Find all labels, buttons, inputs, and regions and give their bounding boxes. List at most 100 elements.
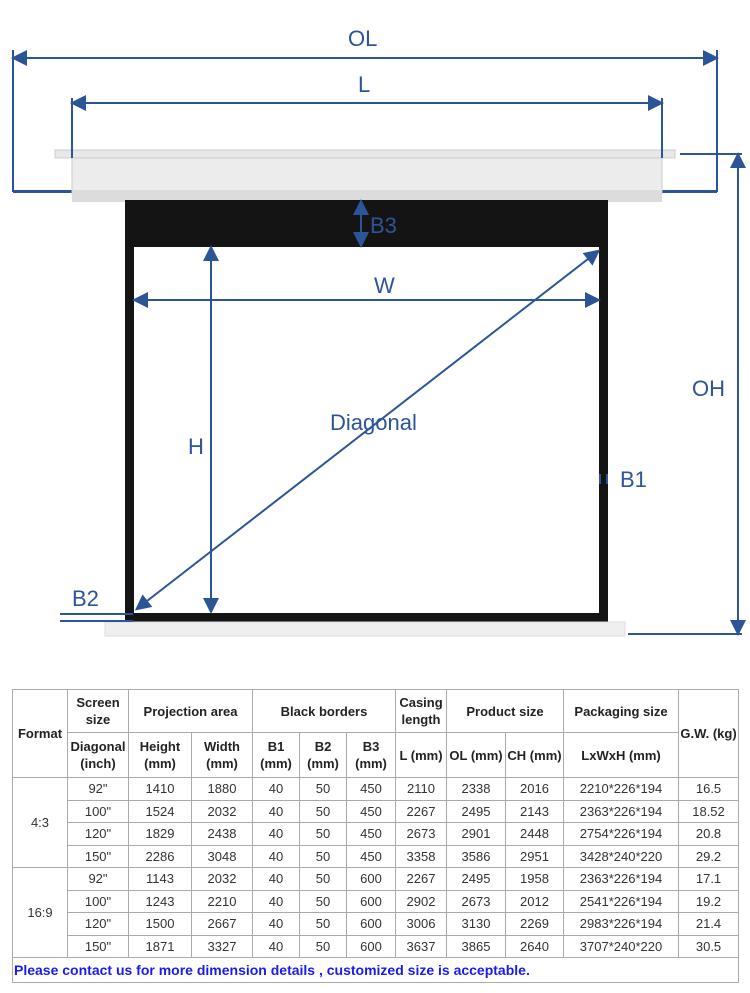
table-cell: 1500 xyxy=(128,912,192,936)
table-cell: 50 xyxy=(299,867,347,891)
header-b3: B3 (mm) xyxy=(346,732,396,778)
b1-label: B1 xyxy=(620,467,647,492)
table-cell: 2338 xyxy=(446,777,506,801)
header-product-size: Product size xyxy=(445,689,565,733)
table-cell: 40 xyxy=(252,912,300,936)
table-cell: 21.4 xyxy=(678,912,740,936)
table-cell: 3428*240*220 xyxy=(563,844,680,868)
table-cell: 2363*226*194 xyxy=(563,867,680,891)
table-cell: 20.8 xyxy=(678,822,740,846)
header-l: L (mm) xyxy=(395,732,447,778)
table-cell: 50 xyxy=(299,844,347,868)
table-cell: 2012 xyxy=(504,889,565,913)
table-cell: 2267 xyxy=(395,867,447,891)
table-cell: 2016 xyxy=(504,777,565,801)
table-cell: 1829 xyxy=(128,822,192,846)
table-cell: 1243 xyxy=(128,889,192,913)
header-packaging-size: Packaging size xyxy=(563,689,680,733)
table-cell: 120" xyxy=(67,822,129,846)
table-cell: 2210 xyxy=(191,889,253,913)
table-cell: 40 xyxy=(252,889,300,913)
table-cell: 40 xyxy=(252,867,300,891)
table-cell: 2541*226*194 xyxy=(563,889,680,913)
table-cell: 40 xyxy=(252,844,300,868)
table-cell: 2363*226*194 xyxy=(563,799,680,823)
table-cell: 2640 xyxy=(504,934,565,958)
table-cell: 29.2 xyxy=(678,844,740,868)
table-cell: 3358 xyxy=(395,844,447,868)
table-cell: 2143 xyxy=(504,799,565,823)
table-cell: 2983*226*194 xyxy=(563,912,680,936)
table-cell: 3006 xyxy=(395,912,447,936)
table-cell: 2448 xyxy=(504,822,565,846)
b2-label: B2 xyxy=(72,586,99,611)
table-cell: 3865 xyxy=(446,934,506,958)
table-cell: 1524 xyxy=(128,799,192,823)
table-cell: 2754*226*194 xyxy=(563,822,680,846)
spec-table: Format Screen size Projection area Black… xyxy=(11,689,740,983)
table-cell: 2951 xyxy=(504,844,565,868)
table-cell: 600 xyxy=(346,934,396,958)
table-cell: 150" xyxy=(67,844,129,868)
table-cell: 1410 xyxy=(128,777,192,801)
header-b2: B2 (mm) xyxy=(299,732,347,778)
table-cell: 50 xyxy=(299,822,347,846)
table-cell: 2286 xyxy=(128,844,192,868)
header-ch: CH (mm) xyxy=(504,732,565,778)
casing xyxy=(13,149,717,202)
table-cell: 1880 xyxy=(191,777,253,801)
table-cell: 40 xyxy=(252,822,300,846)
table-cell: 50 xyxy=(299,912,347,936)
diagonal-label: Diagonal xyxy=(330,410,417,435)
table-cell: 100" xyxy=(67,799,129,823)
table-cell: 40 xyxy=(252,799,300,823)
table-cell: 40 xyxy=(252,934,300,958)
header-black-borders: Black borders xyxy=(252,689,396,733)
header-width: Width (mm) xyxy=(191,732,253,778)
table-cell: 450 xyxy=(346,799,396,823)
table-cell: 18.52 xyxy=(678,799,740,823)
table-cell: 3327 xyxy=(191,934,253,958)
header-screen-size: Screen size xyxy=(67,689,129,733)
table-cell: 92" xyxy=(67,777,129,801)
footer-note: Please contact us for more dimension det… xyxy=(11,957,740,983)
table-cell: 120" xyxy=(67,912,129,936)
table-cell: 50 xyxy=(299,799,347,823)
table-cell: 2438 xyxy=(191,822,253,846)
w-label: W xyxy=(374,273,395,298)
table-cell: 2210*226*194 xyxy=(563,777,680,801)
table-cell: 2267 xyxy=(395,799,447,823)
table-cell: 450 xyxy=(346,777,396,801)
table-cell: 40 xyxy=(252,777,300,801)
table-cell: 2495 xyxy=(446,867,506,891)
table-cell: 2901 xyxy=(446,822,506,846)
header-lwh: LxWxH (mm) xyxy=(563,732,680,778)
table-cell: 600 xyxy=(346,867,396,891)
table-cell: 3586 xyxy=(446,844,506,868)
table-cell: 2032 xyxy=(191,867,253,891)
header-diagonal: Diagonal (inch) xyxy=(67,732,129,778)
table-cell: 600 xyxy=(346,912,396,936)
header-ol: OL (mm) xyxy=(446,732,506,778)
table-cell: 450 xyxy=(346,844,396,868)
header-b1: B1 (mm) xyxy=(252,732,300,778)
table-cell: 17.1 xyxy=(678,867,740,891)
h-label: H xyxy=(188,434,204,459)
table-cell: 2667 xyxy=(191,912,253,936)
oh-label: OH xyxy=(692,376,725,401)
table-cell: 3048 xyxy=(191,844,253,868)
header-height: Height (mm) xyxy=(128,732,192,778)
table-cell: 3707*240*220 xyxy=(563,934,680,958)
table-cell: 2902 xyxy=(395,889,447,913)
table-cell: 1871 xyxy=(128,934,192,958)
table-cell: 150" xyxy=(67,934,129,958)
header-casing-length: Casing length xyxy=(395,689,447,733)
